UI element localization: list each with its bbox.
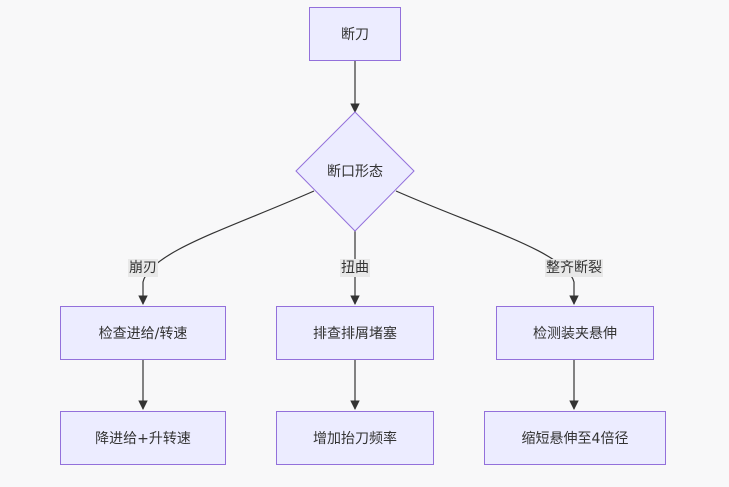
- node-start[interactable]: 断刀: [309, 7, 401, 61]
- node-left-check-label: 检查进给/转速: [98, 326, 188, 342]
- node-mid-check[interactable]: 排查排屑堵塞: [276, 306, 434, 360]
- edge-decision-right: [395, 190, 579, 305]
- node-right-fix[interactable]: 缩短悬伸至4倍径: [484, 411, 666, 465]
- node-right-check[interactable]: 检测装夹悬伸: [496, 306, 654, 360]
- node-decision-label: 断口形态: [327, 164, 383, 180]
- node-left-fix[interactable]: 降进给+升转速: [60, 411, 226, 465]
- decision-diamond-shape: [295, 111, 415, 232]
- node-start-label: 断刀: [341, 27, 369, 43]
- node-right-fix-label: 缩短悬伸至4倍径: [521, 431, 629, 447]
- node-left-check[interactable]: 检查进给/转速: [60, 306, 226, 360]
- node-right-check-label: 检测装夹悬伸: [533, 326, 617, 342]
- edge-label-beng-ren: 崩刃: [128, 259, 158, 277]
- node-mid-fix-label: 增加抬刀频率: [313, 431, 397, 447]
- edge-label-zheng-qi-duan-lie: 整齐断裂: [545, 259, 603, 277]
- node-mid-fix[interactable]: 增加抬刀频率: [276, 411, 434, 465]
- edge-label-niu-qu: 扭曲: [340, 259, 370, 277]
- node-left-fix-label: 降进给+升转速: [95, 431, 191, 447]
- edge-decision-left: [138, 190, 315, 305]
- node-mid-check-label: 排查排屑堵塞: [313, 326, 397, 342]
